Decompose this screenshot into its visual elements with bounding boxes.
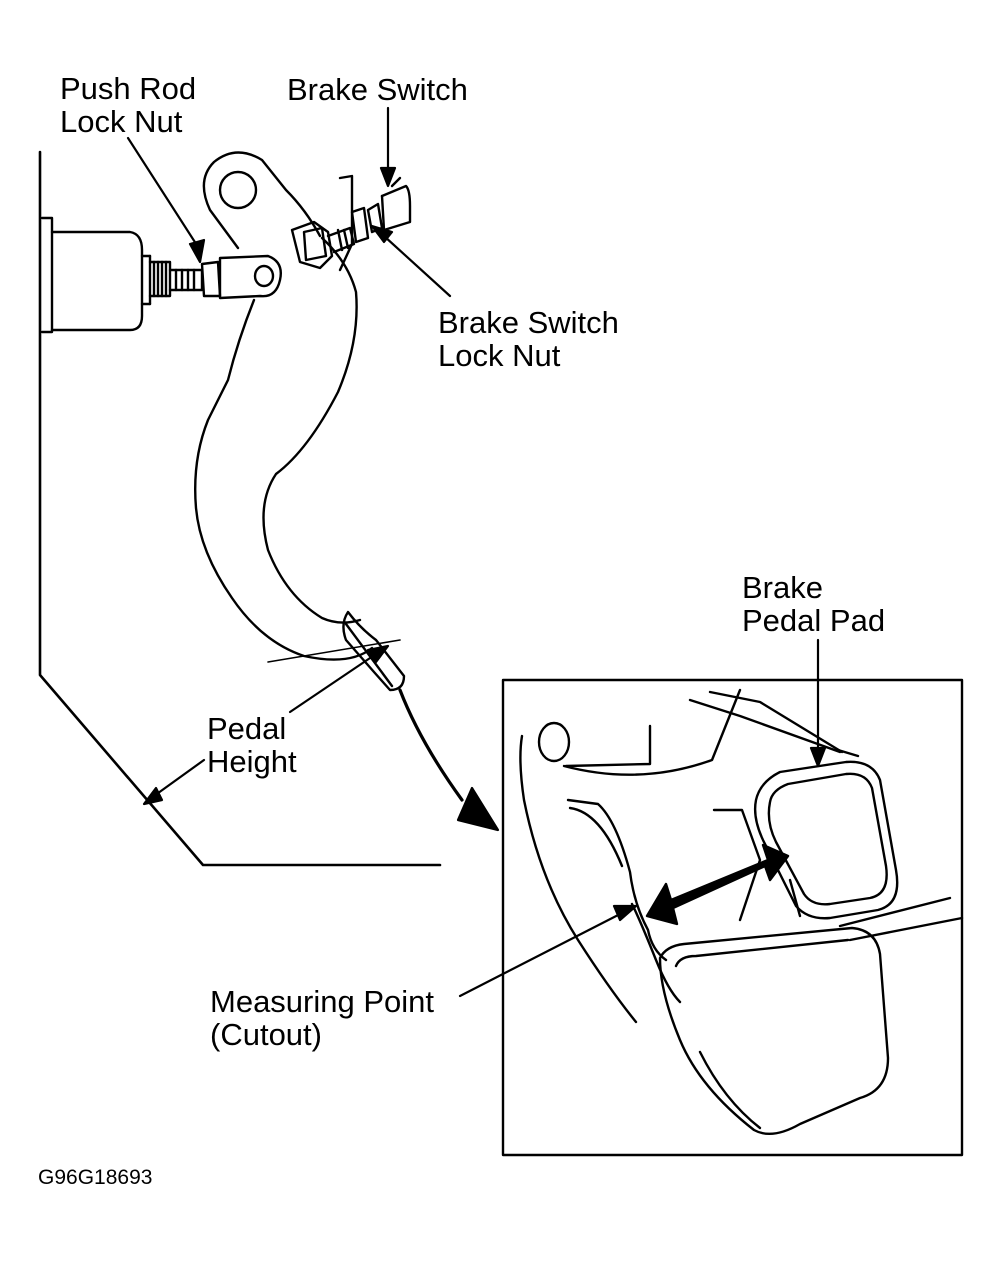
label-measuring-point-line1: Measuring Point [210, 984, 435, 1019]
pivot-hole [218, 170, 258, 210]
figure-code: G96G18693 [38, 1166, 153, 1189]
label-brake-pedal-pad: Brake Pedal Pad [742, 571, 885, 637]
brake-pedal-arm [194, 151, 406, 692]
brake-switch-assembly [290, 174, 412, 272]
label-pedal-height-line1: Pedal [207, 711, 287, 746]
label-brake-switch-lock-nut-line1: Brake Switch [438, 305, 619, 340]
label-pedal-height-line2: Height [207, 744, 297, 779]
label-brake-switch-lock-nut-line2: Lock Nut [438, 338, 561, 373]
label-push-rod-line2: Lock Nut [60, 104, 183, 139]
pedal-height-measurement-arrow [645, 843, 790, 926]
label-measuring-point: Measuring Point (Cutout) [210, 985, 434, 1051]
firewall-outline [38, 150, 442, 867]
label-push-rod-line1: Push Rod [60, 71, 197, 106]
label-push-rod-lock-nut: Push Rod Lock Nut [60, 72, 196, 138]
label-brake-switch-lock-nut: Brake Switch Lock Nut [438, 306, 619, 372]
label-brake-switch: Brake Switch [287, 72, 468, 107]
label-measuring-point-line2: (Cutout) [210, 1017, 322, 1052]
detail-inset-frame [501, 678, 964, 1157]
label-brake-pedal-pad-line2: Pedal Pad [742, 603, 886, 638]
inset-pedal-detail [519, 688, 964, 1136]
label-pedal-height: Pedal Height [207, 712, 297, 778]
label-brake-pedal-pad-line1: Brake [742, 570, 823, 605]
push-rod-assembly [148, 254, 282, 300]
leader-lines [126, 106, 827, 998]
brake-booster [40, 216, 152, 334]
